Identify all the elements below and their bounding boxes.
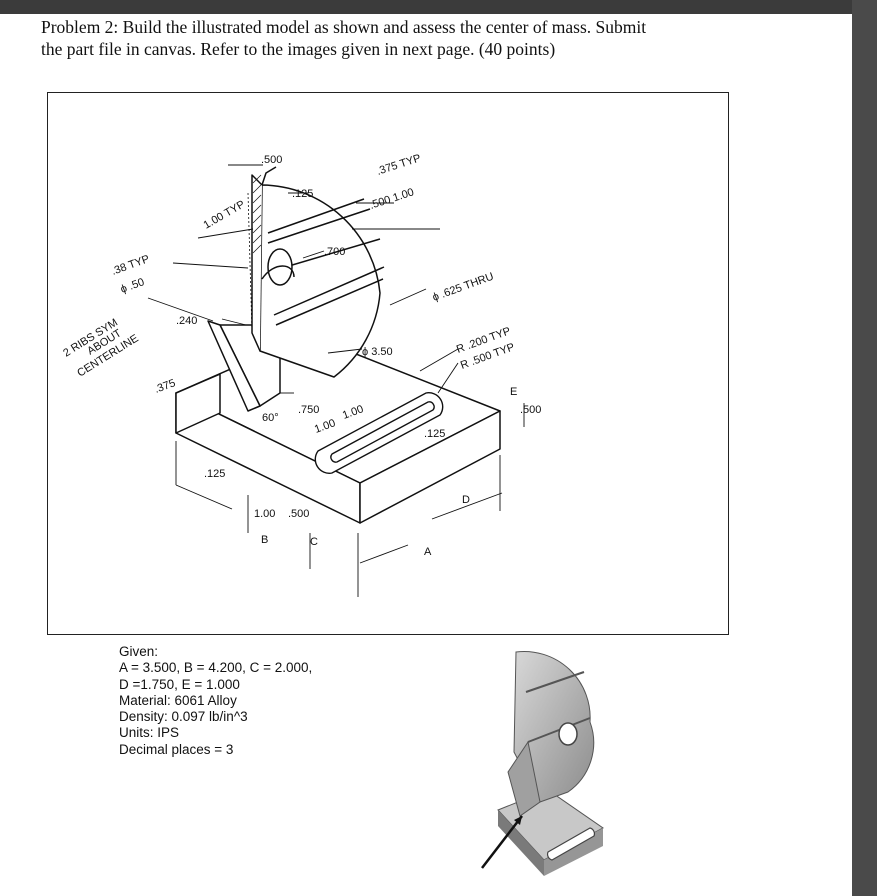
given-line-2: D =1.750, E = 1.000 — [119, 676, 240, 692]
hatch — [252, 174, 262, 254]
problem-statement: Problem 2: Build the illustrated model a… — [41, 16, 741, 60]
viewer-scrollbar[interactable] — [852, 0, 877, 896]
dim-240: .240 — [176, 315, 197, 327]
given-line-1: A = 3.500, B = 4.200, C = 2.000, — [119, 660, 313, 676]
dim-700: .700 — [324, 246, 345, 258]
dim-350: ϕ 3.50 — [362, 346, 393, 358]
problem-line-1: Problem 2: Build the illustrated model a… — [41, 17, 647, 37]
dim-750: .750 — [298, 404, 319, 416]
isometric-drawing: .500 .125 .375 TYP .500 1.00 1.00 TYP .3… — [61, 152, 541, 597]
upright-plate — [247, 166, 385, 378]
label-E: E — [510, 386, 517, 398]
given-line-3: Material: 6061 Alloy — [119, 692, 237, 708]
given-heading: Given: — [119, 644, 159, 659]
dim-100-c: 1.00 — [254, 508, 275, 520]
dim-125-slot: .125 — [424, 428, 445, 440]
dim-375-typ: .375 TYP — [375, 152, 422, 178]
document-page: Problem 2: Build the illustrated model a… — [0, 14, 852, 896]
dim-500-c: .500 — [288, 508, 309, 520]
given-line-4: Density: 0.097 lb/in^3 — [119, 709, 248, 725]
dim-125-top: .125 — [292, 188, 313, 200]
given-line-5: Units: IPS — [119, 725, 180, 741]
dim-375: .375 — [153, 377, 177, 396]
dim-500-e: .500 — [520, 404, 541, 416]
given-line-6: Decimal places = 3 — [119, 741, 234, 757]
dimension-lines — [147, 164, 525, 597]
label-B: B — [261, 534, 268, 546]
dim-phi-50: ϕ .50 — [119, 276, 146, 296]
dim-500-top: .500 — [261, 154, 282, 166]
dim-625-thru: ϕ .625 THRU — [431, 271, 496, 304]
dim-125-bottom: .125 — [204, 468, 225, 480]
slot — [314, 392, 444, 474]
dim-500-100: .500 1.00 — [368, 186, 415, 212]
given-values: Given: A = 3.500, B = 4.200, C = 2.000, … — [119, 644, 419, 758]
problem-line-2: the part file in canvas. Refer to the im… — [41, 39, 556, 59]
rendered-model-image — [481, 651, 604, 876]
label-D: D — [462, 494, 470, 506]
dim-100-typ: 1.00 TYP — [202, 198, 248, 231]
label-A: A — [424, 546, 432, 558]
technical-drawing-frame: .500 .125 .375 TYP .500 1.00 1.00 TYP .3… — [47, 92, 729, 635]
viewer-top-bar — [0, 0, 877, 14]
label-C: C — [310, 536, 318, 548]
dim-60-deg: 60° — [262, 412, 279, 424]
dim-38-typ: .38 TYP — [110, 253, 151, 278]
